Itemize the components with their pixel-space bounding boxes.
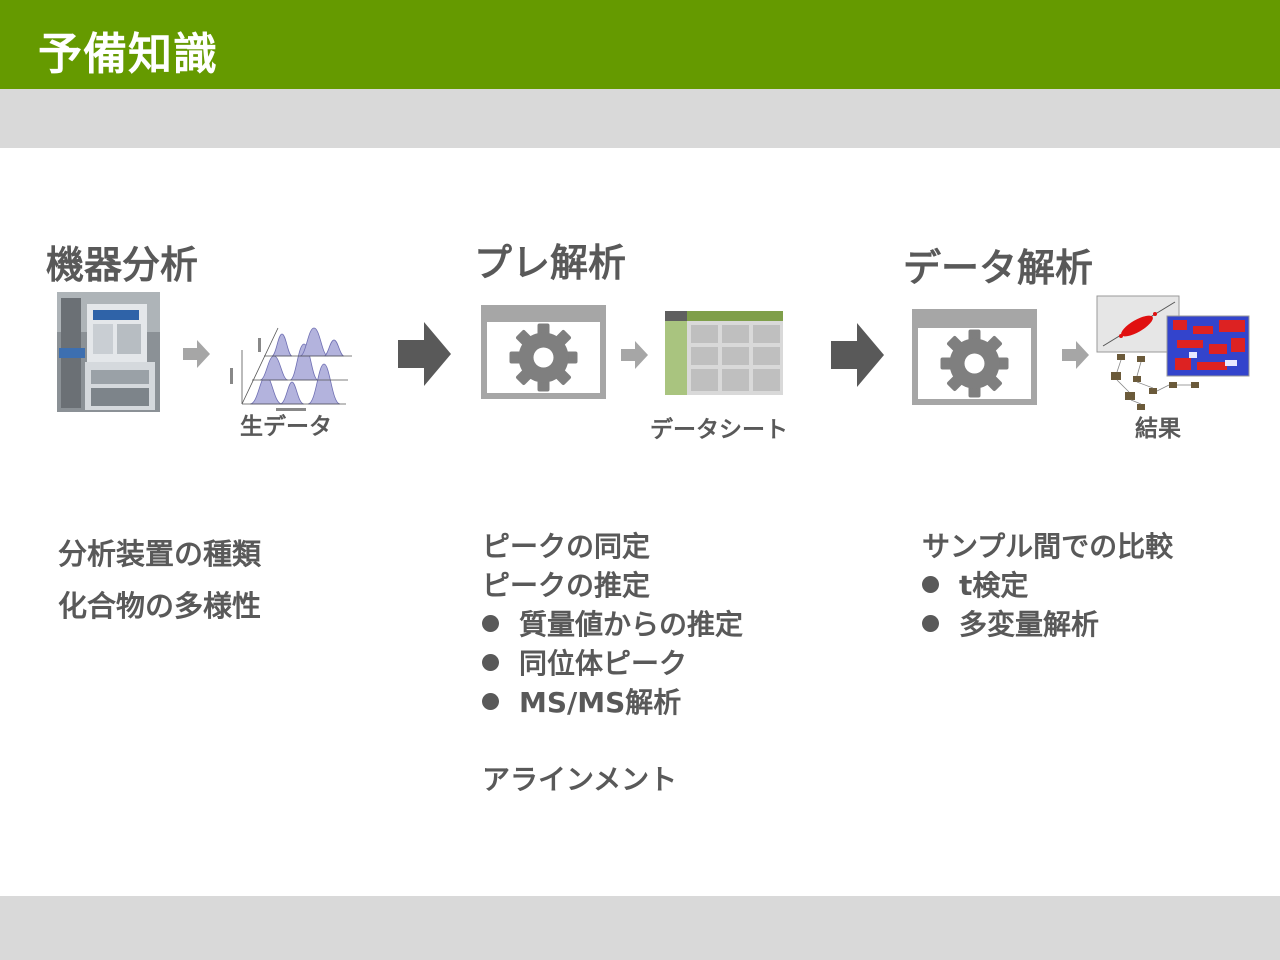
caption-raw-data: 生データ bbox=[240, 414, 332, 440]
bullet-item: MS/MS解析 bbox=[482, 683, 743, 722]
bullet-dot-icon bbox=[922, 575, 939, 593]
bullet-dot-icon bbox=[482, 614, 499, 632]
software-window-analysis bbox=[912, 309, 1037, 405]
description-line: 化合物の多様性 bbox=[58, 589, 262, 623]
header-bar: 予備知識 bbox=[0, 0, 1280, 89]
footer-band bbox=[0, 896, 1280, 960]
stage-title-instrument: 機器分析 bbox=[46, 243, 199, 287]
arrow-right-small-icon bbox=[1062, 341, 1089, 369]
arrow-right-icon bbox=[831, 323, 884, 387]
stage-title-preprocess: プレ解析 bbox=[474, 241, 627, 285]
description-line: サンプル間での比較 bbox=[922, 530, 1174, 563]
arrow-right-small-icon bbox=[621, 341, 648, 369]
gear-icon bbox=[509, 323, 578, 392]
bullet-dot-icon bbox=[922, 614, 939, 632]
bullet-item: t検定 bbox=[922, 566, 1173, 605]
result-thumbnails bbox=[1096, 295, 1250, 410]
description-instrument: 分析装置の種類 化合物の多様性 bbox=[58, 528, 261, 632]
stage-title-analysis: データ解析 bbox=[903, 246, 1094, 290]
instrument-photo bbox=[57, 292, 160, 412]
description-line: アラインメント bbox=[482, 763, 678, 796]
slide-title: 予備知識 bbox=[38, 29, 218, 80]
arrow-right-small-icon bbox=[183, 340, 210, 368]
bullet-dot-icon bbox=[482, 653, 499, 671]
description-line: ピークの同定 bbox=[482, 530, 651, 563]
arrow-right-icon bbox=[398, 322, 451, 386]
description-line: ピークの推定 bbox=[482, 569, 651, 602]
bullet-dot-icon bbox=[482, 692, 499, 710]
raw-data-thumbnail bbox=[230, 327, 352, 411]
data-sheet-icon bbox=[665, 311, 783, 395]
gear-icon bbox=[940, 329, 1009, 398]
caption-data-sheet: データシート bbox=[650, 417, 788, 443]
software-window-preprocess bbox=[481, 305, 606, 399]
bullet-item: 同位体ピーク bbox=[482, 644, 743, 683]
description-preprocess: ピークの同定 ピークの推定 質量値からの推定 同位体ピーク MS/MS解析 アラ… bbox=[482, 527, 743, 799]
description-analysis: サンプル間での比較 t検定 多変量解析 bbox=[922, 527, 1173, 644]
description-line: 分析装置の種類 bbox=[58, 537, 262, 571]
caption-result: 結果 bbox=[1135, 416, 1181, 442]
subheader-band bbox=[0, 89, 1280, 148]
bullet-item: 多変量解析 bbox=[922, 605, 1173, 644]
bullet-item: 質量値からの推定 bbox=[482, 605, 743, 644]
